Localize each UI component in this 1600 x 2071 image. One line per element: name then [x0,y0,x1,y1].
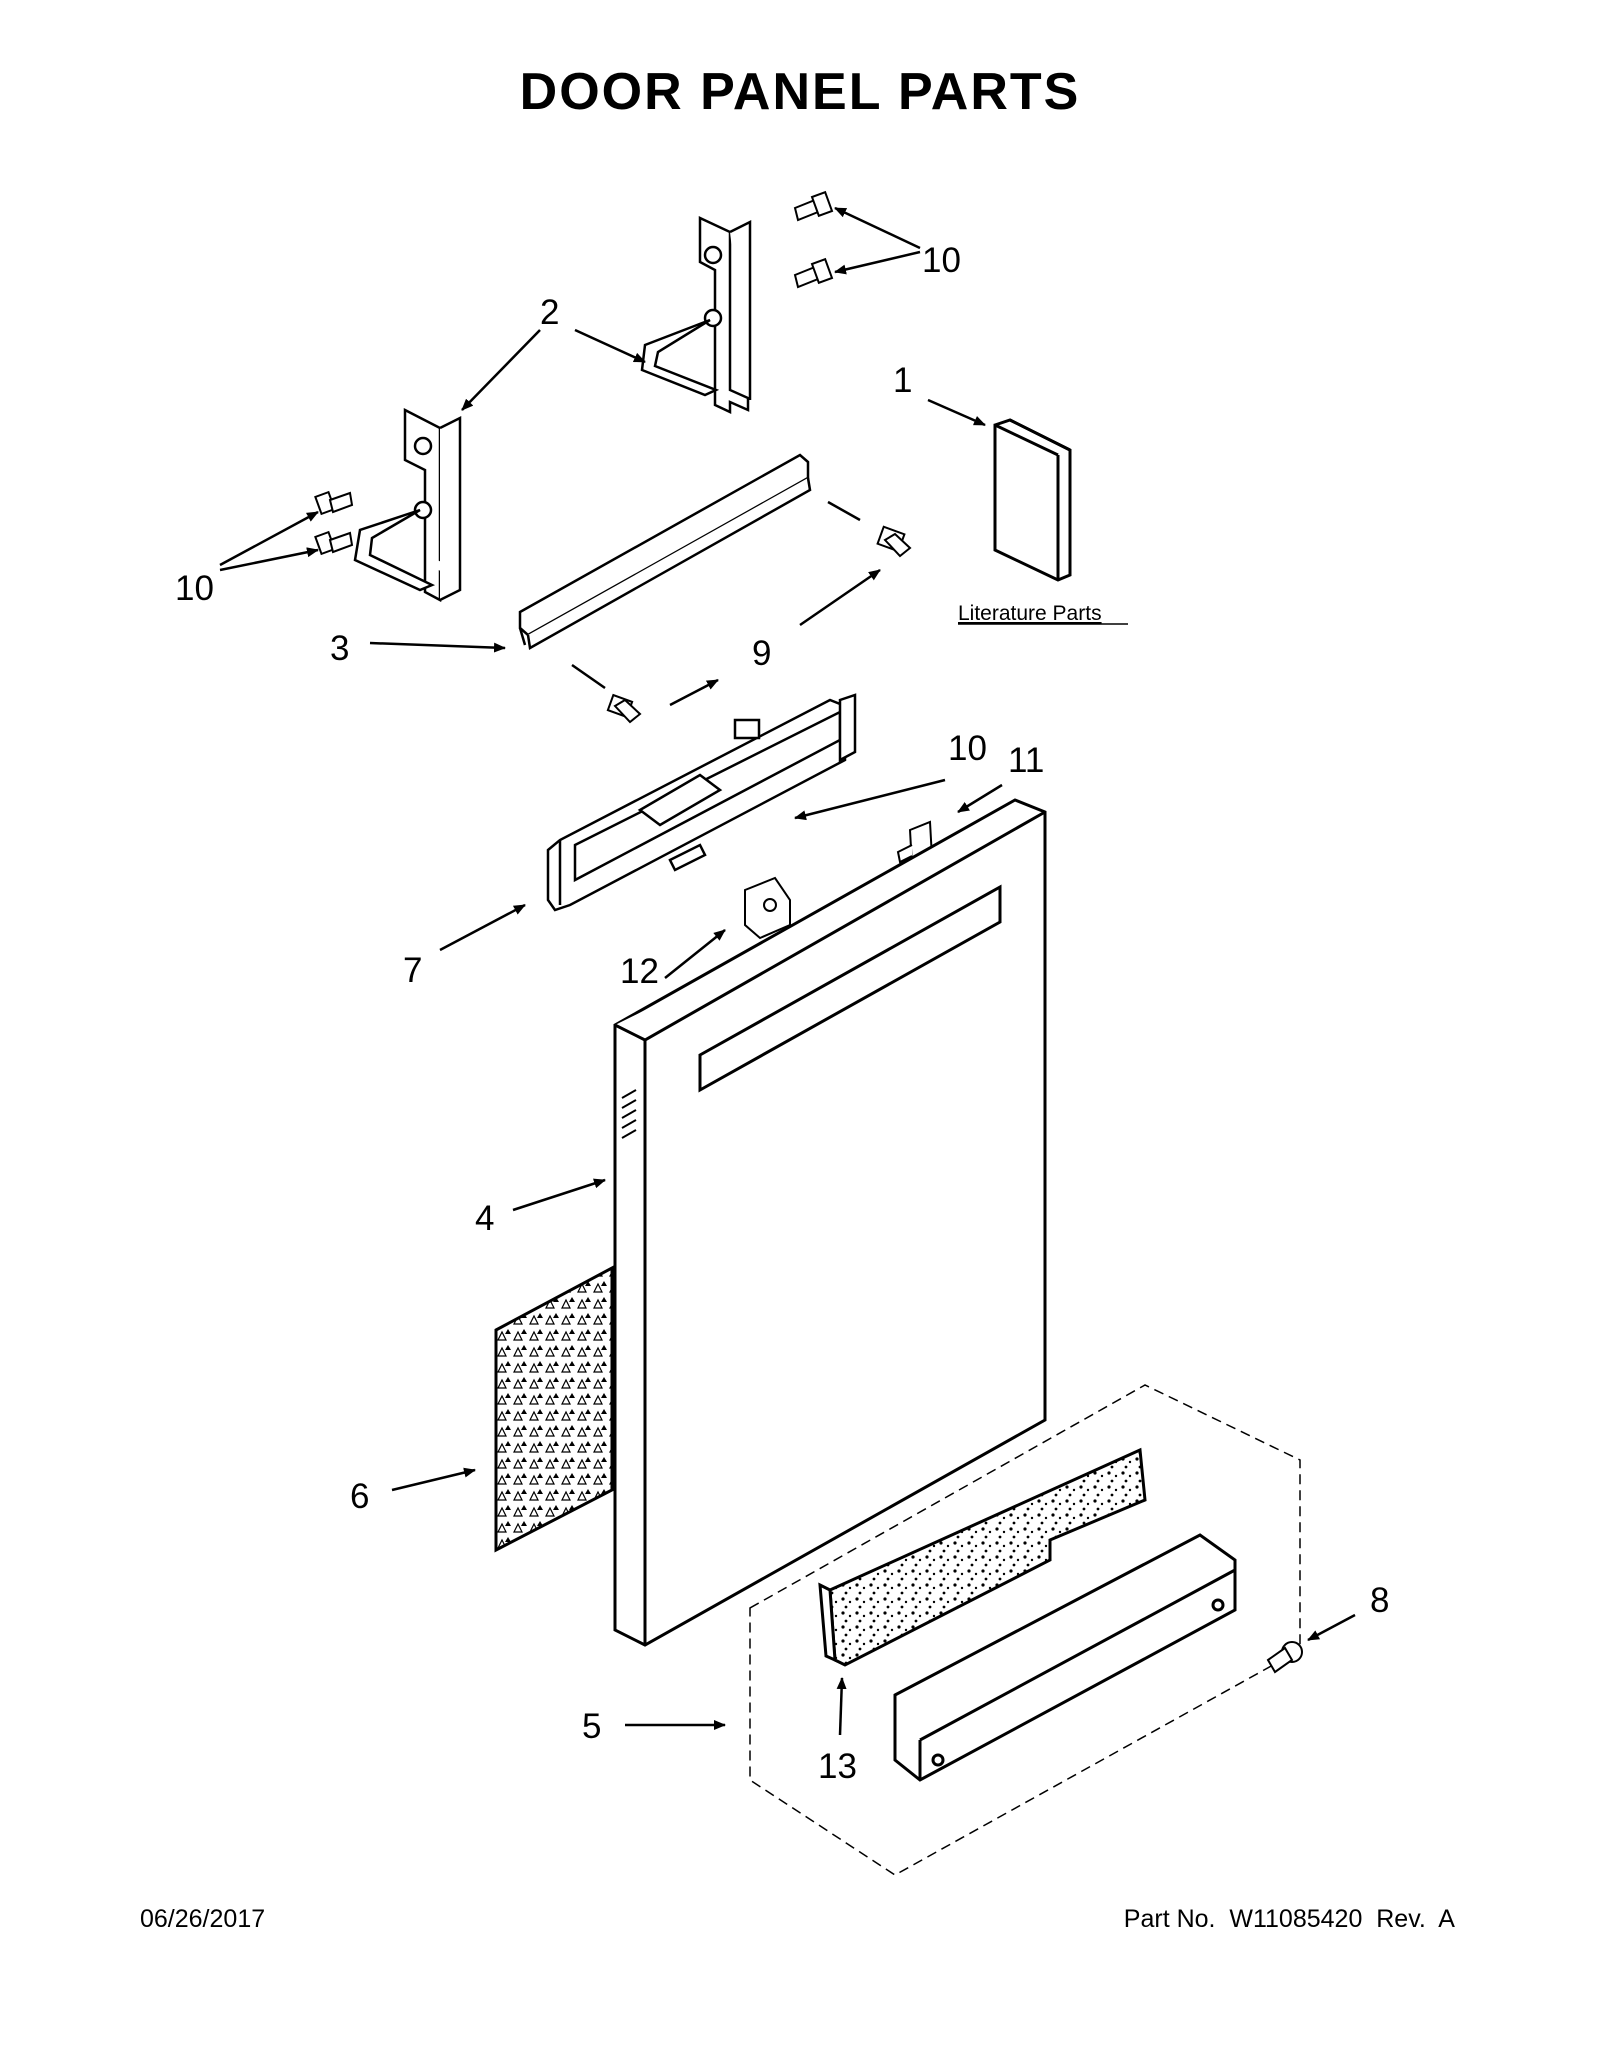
toe-kick-outline [749,1384,1301,1876]
toe-foam-13 [818,1447,1147,1667]
screw-9 [876,525,912,558]
door-panel [613,798,1047,1647]
callout-5: 5 [582,1707,601,1746]
screw-8 [1266,1641,1303,1674]
toe-panel [893,1533,1237,1782]
page-title: DOOR PANEL PARTS [519,63,1081,121]
callout-13: 13 [818,1747,857,1786]
screw-top-2 [793,257,834,289]
callout-1: 1 [893,361,912,400]
footer-date: 06/26/2017 [140,1905,266,1933]
callout-10-middle: 10 [948,729,987,768]
callout-3: 3 [330,629,349,668]
callout-6: 6 [350,1477,369,1516]
callout-8: 8 [1370,1581,1389,1620]
left-hinge-bracket [353,407,462,603]
control-console [546,693,857,912]
screw-left-1 [314,490,354,516]
screw-lower [606,693,642,724]
callout-12: 12 [620,952,659,991]
callout-10-top: 10 [922,241,961,280]
callout-11: 11 [1008,741,1044,780]
callout-7: 7 [403,951,422,990]
callout-2: 2 [540,293,559,332]
callout-9: 9 [752,634,771,673]
callout-4: 4 [475,1199,494,1238]
insulation-pad [494,1265,614,1553]
door-channel [518,453,812,650]
screw-left-2 [314,530,354,556]
literature-parts-label: Literature Parts [958,602,1102,625]
literature-book [993,418,1072,582]
callout-10-left: 10 [175,569,214,608]
right-hinge-bracket [640,216,752,414]
footer-part-number: Part No. W11085420 Rev. A [1123,1905,1455,1933]
leader-arrows [219,206,1356,1736]
screw-top-1 [793,190,834,222]
